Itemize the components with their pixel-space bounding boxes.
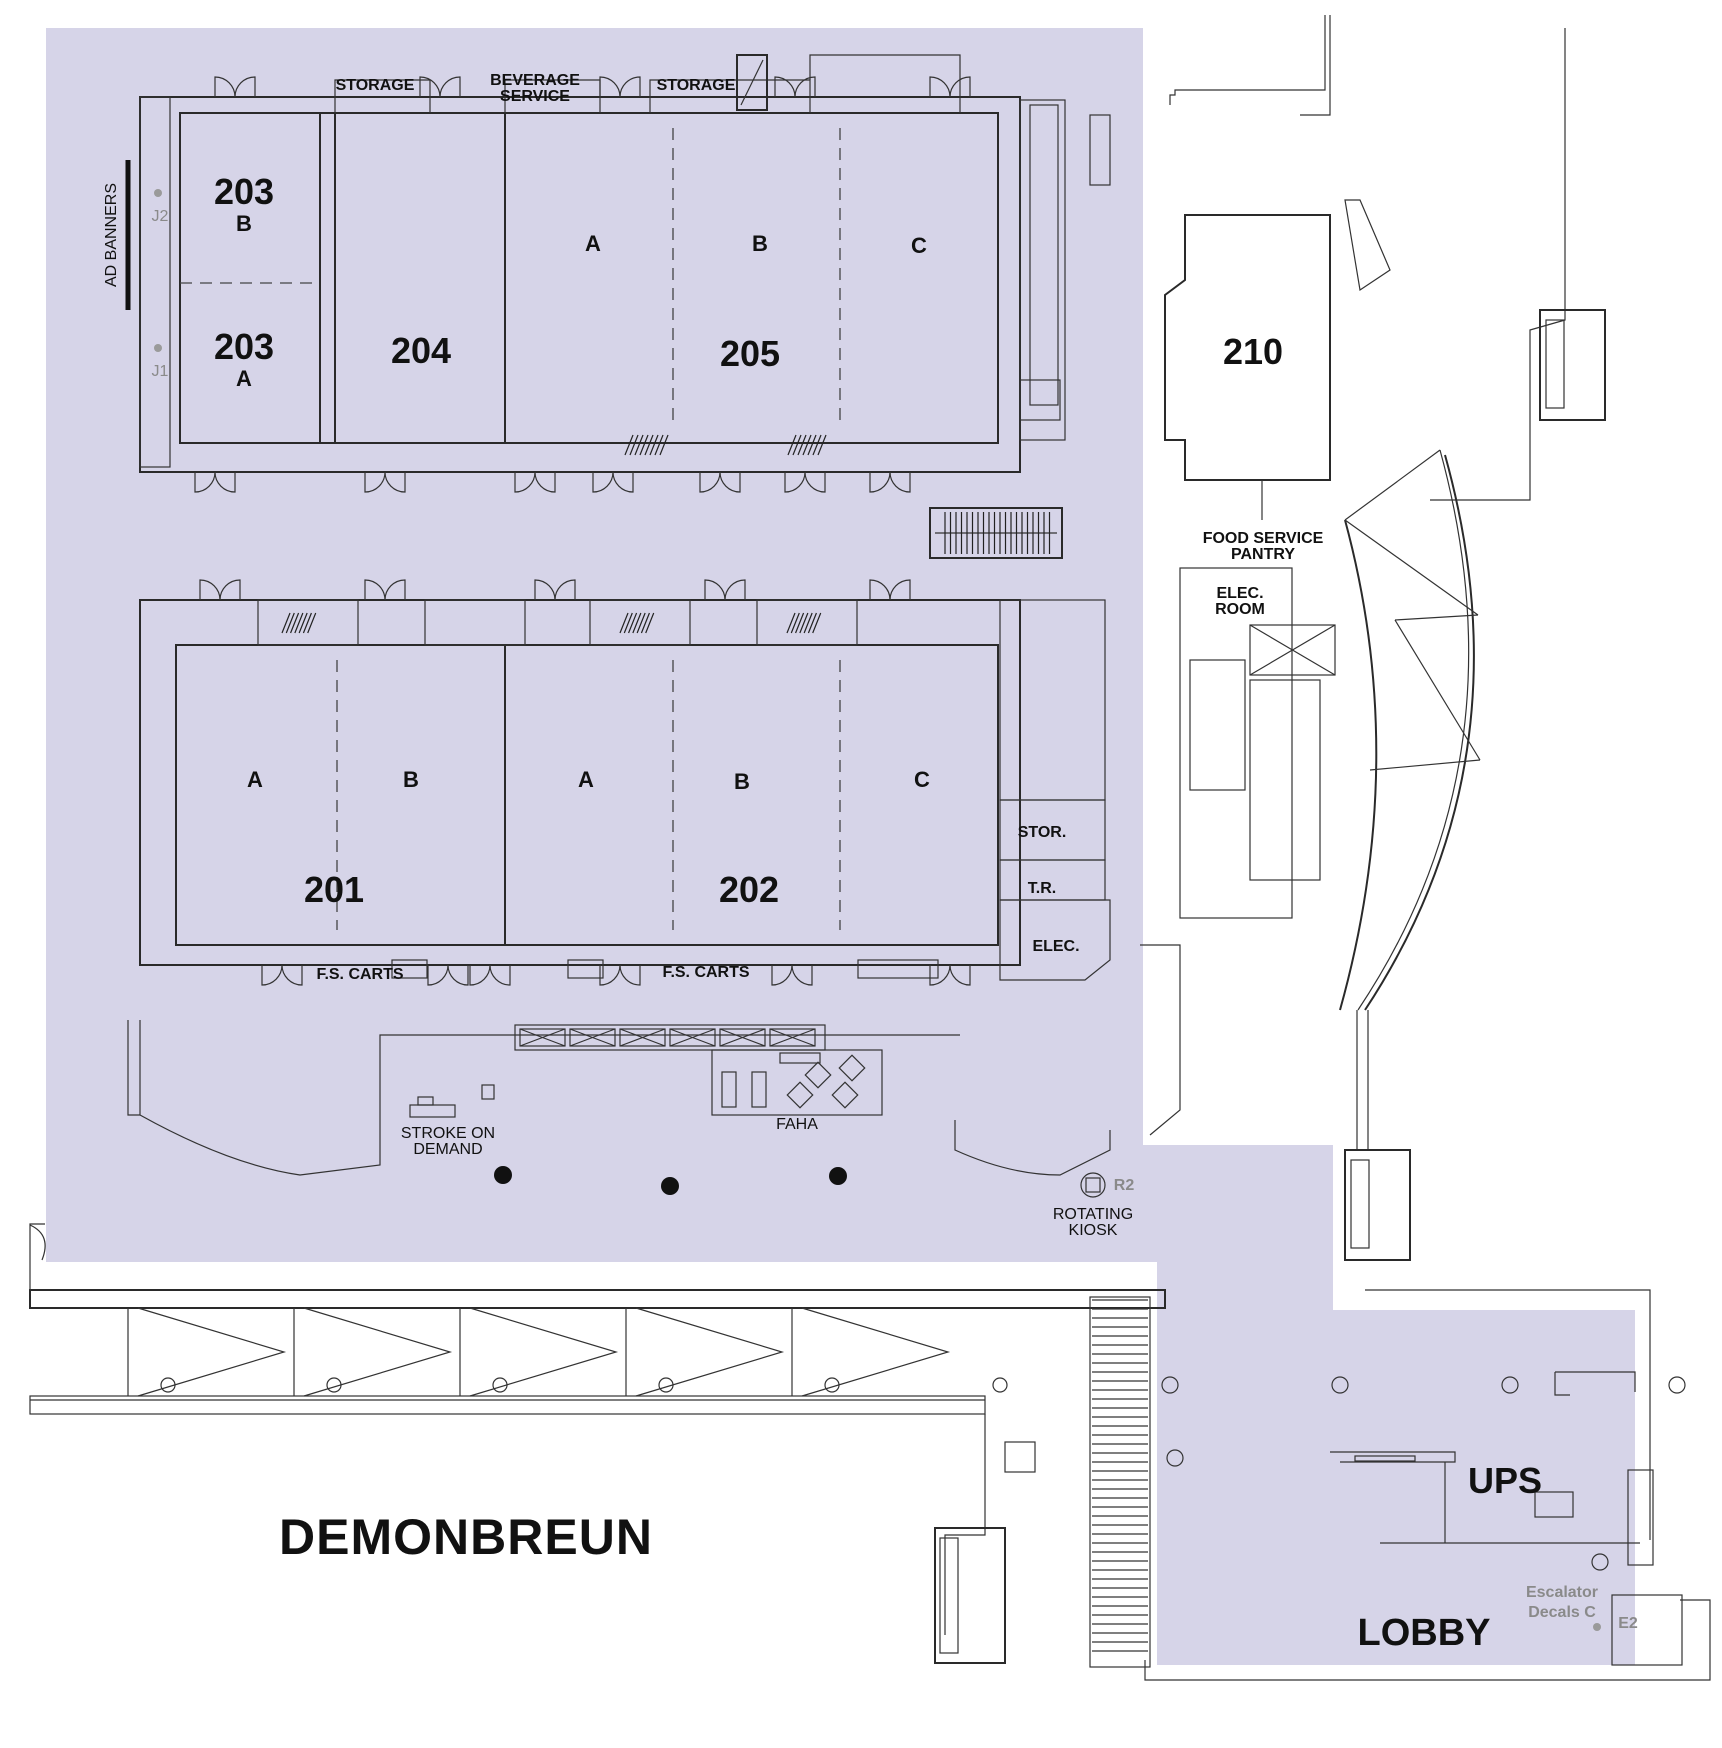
skybridge: [29, 1223, 1166, 1664]
demonbreun-street-label: DEMONBREUN: [279, 1509, 653, 1565]
stor-label: STOR.: [1018, 824, 1067, 841]
j2-marker-dot: [154, 189, 162, 197]
stairs-201-202: [281, 612, 822, 634]
fs-carts-label-1: F.S. CARTS: [316, 966, 403, 983]
storage-label-2: STORAGE: [657, 77, 736, 94]
room-202-section-a: A: [578, 767, 594, 792]
e2-marker-dot: [1593, 1623, 1601, 1631]
beverage-service-label-1: BEVERAGE: [490, 72, 580, 89]
room-202-section-c: C: [914, 767, 930, 792]
upper-doors: [194, 76, 971, 493]
r2-marker-label: R2: [1114, 1177, 1135, 1194]
lobby-walls: [1089, 1289, 1711, 1681]
room-202-number: 202: [719, 869, 779, 910]
stroke-on-demand-label-2: DEMAND: [413, 1141, 482, 1158]
room-205-number: 205: [720, 333, 780, 374]
elec-label: ELEC.: [1032, 938, 1079, 955]
room-201-section-b: B: [403, 767, 419, 792]
room-203b-section: B: [236, 211, 252, 236]
room-205-section-b: B: [752, 231, 768, 256]
column-marker: [661, 1177, 679, 1195]
tr-label: T.R.: [1028, 880, 1056, 897]
e2-marker-label: E2: [1618, 1615, 1638, 1632]
lower-room-block: [139, 599, 1111, 981]
j2-marker-label: J2: [152, 208, 169, 225]
room-203a-number: 203: [214, 326, 274, 367]
upper-room-block: [125, 54, 1111, 493]
ups-label: UPS: [1468, 1460, 1542, 1501]
rotating-kiosk-icon: [1080, 1172, 1106, 1198]
food-service-pantry-label-2: PANTRY: [1231, 546, 1295, 563]
stroke-on-demand-label-1: STROKE ON: [401, 1125, 495, 1142]
beverage-service-label-2: SERVICE: [500, 88, 570, 105]
elec-room-label-1: ELEC.: [1216, 585, 1263, 602]
faha-label: FAHA: [776, 1116, 818, 1133]
stairs-205: [624, 434, 827, 456]
ad-banners-label: AD BANNERS: [103, 183, 120, 287]
corridor-stair: [929, 507, 1063, 559]
escalator-decals-label-1: Escalator: [1526, 1584, 1598, 1601]
room-205-section-a: A: [585, 231, 601, 256]
room-202-section-b: B: [734, 769, 750, 794]
escalator-decals-label-2: Decals C: [1528, 1604, 1596, 1621]
j1-marker-label: J1: [152, 363, 169, 380]
rotating-kiosk-label-2: KIOSK: [1069, 1222, 1118, 1239]
lower-doors: [199, 579, 971, 986]
j1-marker-dot: [154, 344, 162, 352]
lobby-label: LOBBY: [1358, 1612, 1491, 1654]
room-210-number: 210: [1223, 331, 1283, 372]
room-201-number: 201: [304, 869, 364, 910]
room-201-section-a: A: [247, 767, 263, 792]
elec-room-label-2: ROOM: [1215, 601, 1265, 618]
rotating-kiosk-label-1: ROTATING: [1053, 1206, 1133, 1223]
column-marker: [494, 1166, 512, 1184]
food-service-pantry-label-1: FOOD SERVICE: [1203, 530, 1324, 547]
lobby-columns: [1161, 1376, 1686, 1571]
stroke-on-demand-booth: [409, 1084, 495, 1118]
storage-label: STORAGE: [336, 77, 415, 94]
east-corridor: [1344, 28, 1606, 1261]
room-203b-number: 203: [214, 171, 274, 212]
room-205-section-c: C: [911, 233, 927, 258]
room-203a-section: A: [236, 366, 252, 391]
right-core: [1140, 15, 1481, 1136]
room-204-number: 204: [391, 330, 451, 371]
column-marker: [829, 1167, 847, 1185]
prefunction-area: [127, 1020, 1111, 1198]
fs-carts-label-2: F.S. CARTS: [662, 964, 749, 981]
